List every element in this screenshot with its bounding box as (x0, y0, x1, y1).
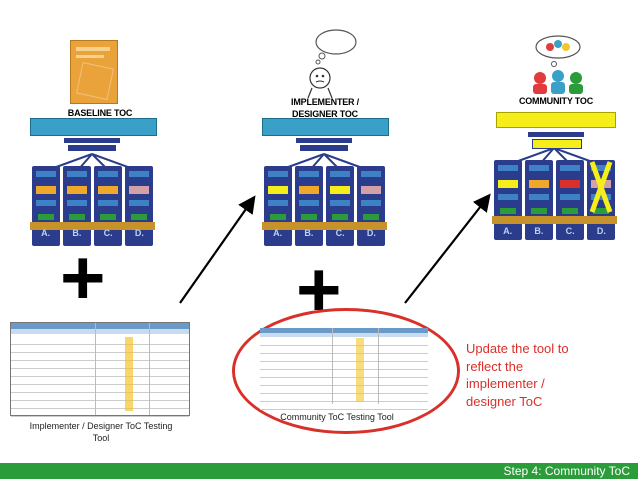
implementer-col-a: A. (273, 228, 283, 238)
community-col-a: A. (503, 226, 513, 236)
footer-bar: Step 4: Community ToC (0, 463, 638, 479)
community-testing-tool-table (260, 328, 428, 410)
update-tool-note-line3: implementer / (466, 376, 545, 392)
implementer-col-b: B. (304, 228, 314, 238)
update-tool-note-line1: Update the tool to (466, 341, 569, 356)
baseline-toc-diagram: A. B. C. D. (30, 118, 157, 248)
community-testing-tool-highlight-circle (232, 308, 460, 434)
community-col-c: C. (565, 226, 575, 236)
baseline-col-d: D. (134, 228, 144, 238)
baseline-col-a: A. (41, 228, 51, 238)
community-toc-title: COMMUNITY TOC (518, 96, 594, 106)
implementer-toc-title: IMPLEMENTER / DESIGNER TOC (270, 96, 380, 120)
footer-step-label: Step 4: Community ToC (503, 464, 631, 478)
community-thinking-icon (533, 35, 583, 94)
community-col-d: D. (596, 226, 606, 236)
implementer-toc-title-line2: DESIGNER TOC (292, 109, 358, 120)
update-tool-note-line2: reflect the (466, 358, 524, 374)
update-tool-note: Update the tool to reflect the implement… (466, 340, 626, 410)
baseline-toc-title: BASELINE TOC (67, 108, 133, 118)
implementer-tool-caption: Implementer / Designer ToC Testing Tool (8, 421, 194, 444)
implementer-tool-caption-line1: Implementer / Designer ToC Testing (29, 421, 173, 431)
implementer-toc-title-line1: IMPLEMENTER / (291, 97, 359, 107)
arrow-to-implementer-icon (179, 195, 256, 304)
update-tool-note-line4: designer ToC (466, 393, 543, 409)
implementer-col-c: C. (335, 228, 345, 238)
community-tool-caption: Community ToC Testing Tool (280, 412, 394, 422)
community-toc-diagram: A. B. C. D. (492, 112, 617, 248)
report-cover-image (70, 40, 118, 104)
thinking-person-icon (307, 29, 357, 99)
implementer-toc-diagram: A. B. C. D. (262, 118, 389, 248)
implementer-testing-tool-table (10, 322, 190, 417)
community-col-b: B. (534, 226, 544, 236)
baseline-col-c: C. (103, 228, 113, 238)
plus-sign-left: + (60, 233, 106, 321)
arrow-to-community-icon (404, 193, 491, 304)
implementer-col-d: D. (366, 228, 376, 238)
baseline-col-b: B. (72, 228, 82, 238)
implementer-tool-caption-line2: Tool (92, 432, 110, 443)
